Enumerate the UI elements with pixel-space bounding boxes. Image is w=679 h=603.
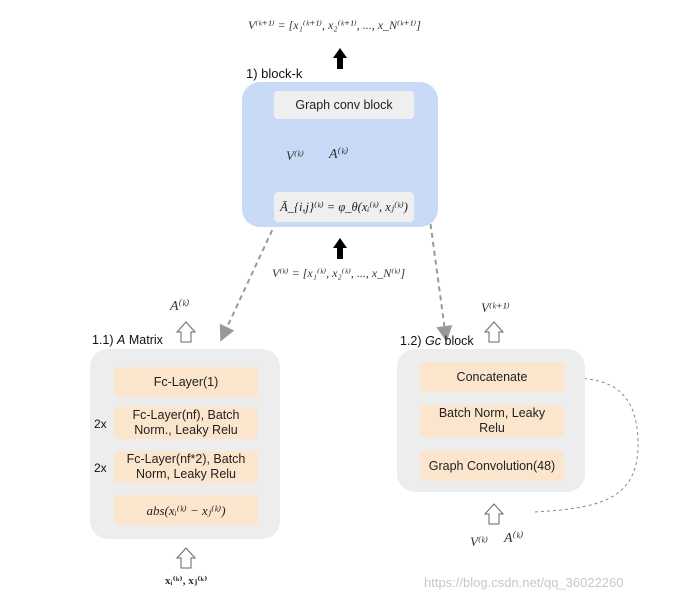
phi-formula-box: Ā_{i,j}⁽ᵏ⁾ = φ_θ(xᵢ⁽ᵏ⁾, xⱼ⁽ᵏ⁾) xyxy=(274,192,414,222)
a-matrix-input-label: xᵢ⁽ᵏ⁾, xⱼ⁽ᵏ⁾ xyxy=(165,575,208,587)
gc-block-title-name: Gc xyxy=(425,334,442,348)
gc-input-a-label: A⁽ᵏ⁾ xyxy=(504,531,524,546)
batch-norm-box: Batch Norm, Leaky Relu xyxy=(420,405,564,437)
gc-block-output-arrow-icon xyxy=(483,321,505,343)
block-k-title: 1) block-k xyxy=(246,66,303,81)
a-k-label: A⁽ᵏ⁾ xyxy=(329,147,349,162)
output-arrow-icon xyxy=(333,48,347,69)
gc-block-title-num: 1.2) xyxy=(400,334,422,348)
a-matrix-output-label: A⁽ᵏ⁾ xyxy=(170,299,190,314)
abs-diff-box: abs(xᵢ⁽ᵏ⁾ − xⱼ⁽ᵏ⁾) xyxy=(114,495,258,525)
graph-convolution-box: Graph Convolution(48) xyxy=(420,451,564,481)
multiplier-2: 2x xyxy=(94,461,107,475)
a-matrix-input-arrow-icon xyxy=(175,547,197,569)
gc-input-v-label: V⁽ᵏ⁾ xyxy=(470,534,488,549)
fc-layer-nf2-box: Fc-Layer(nf*2), Batch Norm, Leaky Relu xyxy=(114,451,258,483)
concatenate-box: Concatenate xyxy=(420,362,564,392)
watermark: https://blog.csdn.net/qq_36022260 xyxy=(424,575,624,590)
gc-block-output-label: V⁽ᵏ⁺¹⁾ xyxy=(481,300,510,315)
a-matrix-title-num: 1.1) xyxy=(92,333,114,347)
input-arrow-icon xyxy=(333,238,347,259)
a-matrix-title-name: A xyxy=(117,333,126,347)
graph-conv-box: Graph conv block xyxy=(274,91,414,119)
gc-block-title-rest: block xyxy=(444,334,474,348)
fc-layer-nf-box: Fc-Layer(nf), Batch Norm., Leaky Relu xyxy=(114,407,258,439)
fc-layer-1-box: Fc-Layer(1) xyxy=(114,367,258,397)
output-formula: V⁽ᵏ⁺¹⁾ = [x₁⁽ᵏ⁺¹⁾, x₂⁽ᵏ⁺¹⁾, ..., x_N⁽ᵏ⁺¹… xyxy=(248,18,421,32)
v-k-label: V⁽ᵏ⁾ xyxy=(286,148,304,163)
gc-block-title: 1.2) Gc block xyxy=(400,334,474,348)
input-formula: V⁽ᵏ⁾ = [x₁⁽ᵏ⁾, x₂⁽ᵏ⁾, ..., x_N⁽ᵏ⁾] xyxy=(272,266,406,280)
skip-connection-arrow xyxy=(534,375,639,513)
a-matrix-title-rest: Matrix xyxy=(128,333,163,347)
multiplier-1: 2x xyxy=(94,417,107,431)
a-matrix-title: 1.1) A Matrix xyxy=(92,333,163,347)
expand-a-matrix-arrow xyxy=(219,221,277,342)
gc-block-input-arrow-icon xyxy=(483,503,505,525)
a-matrix-output-arrow-icon xyxy=(175,321,197,343)
